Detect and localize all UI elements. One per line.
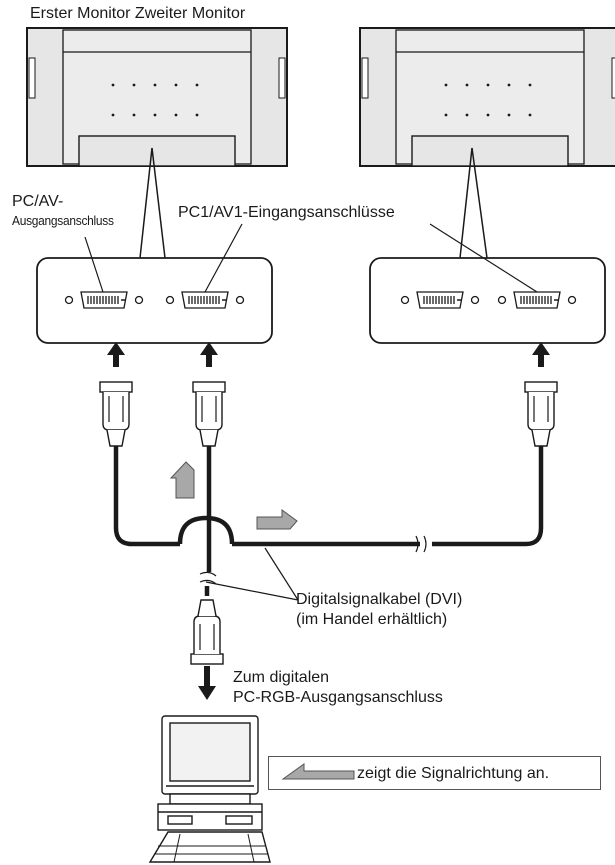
input-terminals-label: PC1/AV1-Eingangsanschlüsse	[178, 204, 395, 221]
output-terminal-label-line1: PC/AV-	[12, 193, 64, 210]
pc-output-label-line2: PC-RGB-Ausgangsanschluss	[233, 689, 443, 706]
insert-arrow-second-input-icon	[532, 342, 550, 367]
pc-output-label-line1: Zum digitalen	[233, 669, 330, 686]
signal-arrow-right-icon	[256, 509, 298, 530]
output-terminal-label-line2: Ausgangsanschluss	[12, 213, 114, 228]
diagram-title: Erster Monitor Zweiter Monitor	[30, 5, 246, 22]
dvi-plug-input-icon	[192, 381, 226, 447]
arrow-down-to-pc-icon	[198, 666, 216, 700]
zoom-lines	[139, 147, 488, 259]
legend-text: zeigt die Signalrichtung an.	[357, 765, 550, 782]
dvi-plug-second-input-icon	[524, 381, 558, 447]
insert-arrow-output-icon	[107, 342, 125, 367]
dvi-plug-pc-icon	[190, 599, 224, 665]
signal-arrow-up-icon	[169, 461, 195, 499]
second-monitor-connector-panel	[369, 257, 606, 344]
cable-label-line2: (im Handel erhältlich)	[296, 611, 448, 628]
cable-break-marks	[199, 535, 427, 585]
cables	[113, 446, 544, 596]
cable-label-line1: Digitalsignalkabel (DVI)	[296, 591, 463, 608]
legend-box	[268, 756, 601, 790]
legend-signal-arrow-icon	[281, 763, 355, 780]
dvi-plug-output-icon	[99, 381, 133, 447]
first-monitor-connector-panel	[36, 257, 273, 344]
second-monitor	[359, 27, 615, 167]
leader-lines	[84, 223, 538, 601]
computer-icon	[148, 715, 271, 863]
first-monitor	[26, 27, 288, 167]
insert-arrow-input-icon	[200, 342, 218, 367]
